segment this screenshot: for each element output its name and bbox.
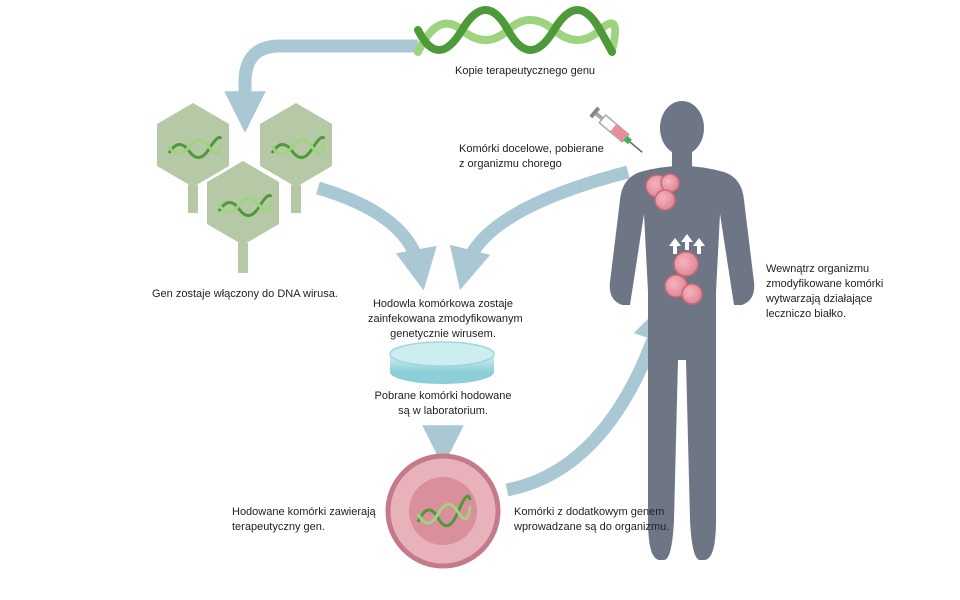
label-inside-body-line-1: Wewnątrz organizmu bbox=[766, 263, 870, 275]
dna-helix-icon bbox=[414, 6, 619, 56]
arrow-body-to-culture bbox=[449, 165, 630, 291]
label-cells-cultured: Pobrane komórki hodowane są w laboratori… bbox=[368, 389, 518, 419]
arrow-cell-to-body bbox=[505, 300, 674, 497]
modified-cells bbox=[664, 251, 703, 305]
label-cells-introduced: Komórki z dodatkowym genem wprowadzane s… bbox=[514, 505, 669, 535]
cell-icon bbox=[385, 453, 501, 569]
label-culture-infected-line-3: genetycznie wirusem. bbox=[390, 328, 496, 340]
label-culture-infected-line-1: Hodowla komórkowa zostaje bbox=[372, 298, 513, 310]
target-cells bbox=[645, 173, 680, 211]
label-culture-infected: Hodowla komórkowa zostaje zainfekowana z… bbox=[368, 297, 523, 342]
label-cultured-contain-line-2: terapeutyczny gen. bbox=[232, 521, 325, 533]
label-cultured-contain: Hodowane komórki zawierają terapeutyczny… bbox=[232, 505, 376, 535]
label-target-cells-line-2: z organizmu chorego bbox=[459, 158, 562, 170]
label-target-cells-line-1: Komórki docelowe, pobierane bbox=[459, 143, 604, 155]
label-inside-body-line-2: zmodyfikowane komórki bbox=[766, 278, 884, 290]
label-cultured-contain-line-1: Hodowane komórki zawierają bbox=[232, 506, 376, 518]
label-culture-infected-line-2: zainfekowana zmodyfikowanym bbox=[368, 313, 523, 325]
syringe-icon bbox=[589, 106, 643, 153]
human-body-icon bbox=[609, 101, 755, 560]
label-inside-body-line-3: wytwarzają działające bbox=[766, 293, 873, 305]
arrow-virus-to-culture bbox=[316, 181, 437, 291]
process-arrows bbox=[224, 39, 674, 497]
label-target-cells: Komórki docelowe, pobierane z organizmu … bbox=[459, 142, 604, 172]
virus-icon bbox=[157, 103, 332, 273]
label-inside-body: Wewnątrz organizmu zmodyfikowane komórki… bbox=[766, 262, 883, 322]
label-cells-introduced-line-2: wprowadzane są do organizmu. bbox=[514, 521, 670, 533]
petri-dish-icon bbox=[389, 341, 495, 384]
label-cells-cultured-line-2: są w laboratorium. bbox=[398, 405, 488, 417]
label-gene-inserted: Gen zostaje włączony do DNA wirusa. bbox=[152, 288, 338, 300]
label-gene-copies: Kopie terapeutycznego genu bbox=[455, 65, 596, 77]
up-arrow-icon bbox=[669, 234, 705, 254]
label-inside-body-line-4: leczniczo białko. bbox=[766, 308, 847, 320]
label-cells-cultured-line-1: Pobrane komórki hodowane bbox=[374, 390, 512, 402]
label-cells-introduced-line-1: Komórki z dodatkowym genem bbox=[514, 506, 665, 518]
arrow-dna-to-virus bbox=[224, 39, 418, 133]
